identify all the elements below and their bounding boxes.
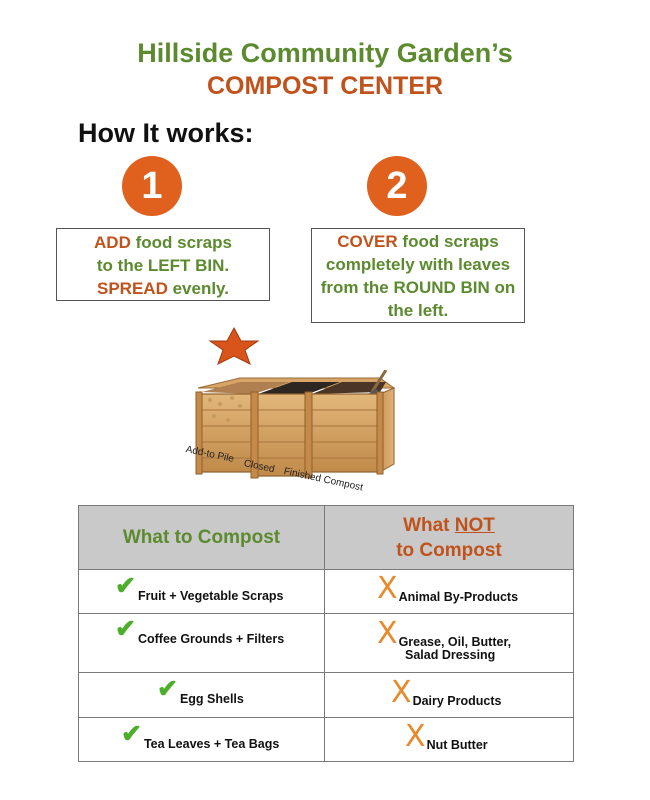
compost-guide-table: What to Compost What NOT to Compost ✔Fru… <box>78 505 574 762</box>
title-compost-center: COMPOST CENTER <box>206 72 444 100</box>
compost-no-cell: XAnimal By-Products <box>324 569 574 614</box>
compost-yes-cell: ✔Fruit + Vegetable Scraps <box>78 569 325 614</box>
title-garden-name: Hillside Community Garden’s <box>137 38 513 68</box>
table-row: ✔Fruit + Vegetable Scraps XAnimal By-Pro… <box>78 569 574 614</box>
x-icon: X <box>377 571 398 606</box>
header-what-not-to-compost: What NOT to Compost <box>324 505 574 570</box>
check-icon: ✔ <box>157 675 178 703</box>
step-2-line-2: completely with leaves <box>325 255 511 274</box>
compost-bins-illustration <box>195 370 396 479</box>
check-icon: ✔ <box>121 719 142 748</box>
table-row: ✔Egg Shells XDairy Products <box>78 672 574 718</box>
step-1-line-3: SPREAD evenly. <box>97 279 229 298</box>
no-item-line2: Salad Dressing <box>405 647 496 662</box>
table-row: ✔Coffee Grounds + Filters XGrease, Oil, … <box>78 613 574 673</box>
star-icon <box>208 326 260 366</box>
check-icon: ✔ <box>115 615 136 643</box>
how-it-works-heading: How It works: <box>78 118 254 148</box>
x-icon: X <box>391 674 412 710</box>
header-what-to-compost: What to Compost <box>78 505 325 570</box>
table-header-row: What to Compost What NOT to Compost <box>78 505 574 570</box>
compost-yes-cell: ✔Egg Shells <box>78 672 325 718</box>
x-icon: X <box>377 615 398 651</box>
step-2-line-3: from the ROUND BIN on <box>320 278 516 297</box>
table-row: ✔Tea Leaves + Tea Bags XNut Butter <box>78 717 574 762</box>
compost-no-cell: XNut Butter <box>324 717 574 762</box>
compost-yes-cell: ✔Tea Leaves + Tea Bags <box>78 717 325 762</box>
check-icon: ✔ <box>115 571 136 600</box>
x-icon: X <box>405 719 426 754</box>
step-1-line-2: to the LEFT BIN. <box>96 256 230 275</box>
compost-yes-cell: ✔Coffee Grounds + Filters <box>78 613 325 673</box>
step-2-line-4: the left. <box>387 301 449 320</box>
step-1-circle: 1 <box>122 156 182 216</box>
step-1-line-1: ADD food scraps <box>94 233 232 252</box>
step-2-line-1: COVER food scraps <box>337 232 499 251</box>
compost-no-cell: XDairy Products <box>324 672 574 718</box>
step-2-circle: 2 <box>367 156 427 216</box>
step-2-box: COVER food scraps completely with leaves… <box>311 228 525 323</box>
step-1-box: ADD food scraps to the LEFT BIN. SPREAD … <box>56 228 270 301</box>
compost-no-cell: XGrease, Oil, Butter, Salad Dressing <box>324 613 574 673</box>
